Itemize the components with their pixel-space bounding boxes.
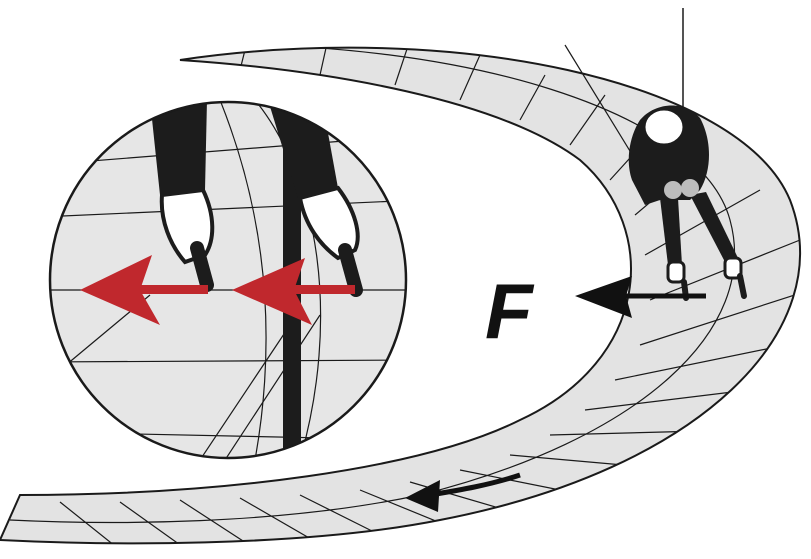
skater-knee [681, 179, 699, 197]
skater-knee [664, 181, 682, 199]
inset-left-leg [150, 100, 207, 195]
magnified-inset [40, 100, 420, 460]
skate-blade-icon [197, 248, 207, 285]
force-label: F [485, 267, 535, 355]
skater-helmet [644, 109, 684, 145]
skate-blade-icon [740, 276, 744, 296]
skater-left-boot [668, 262, 684, 282]
